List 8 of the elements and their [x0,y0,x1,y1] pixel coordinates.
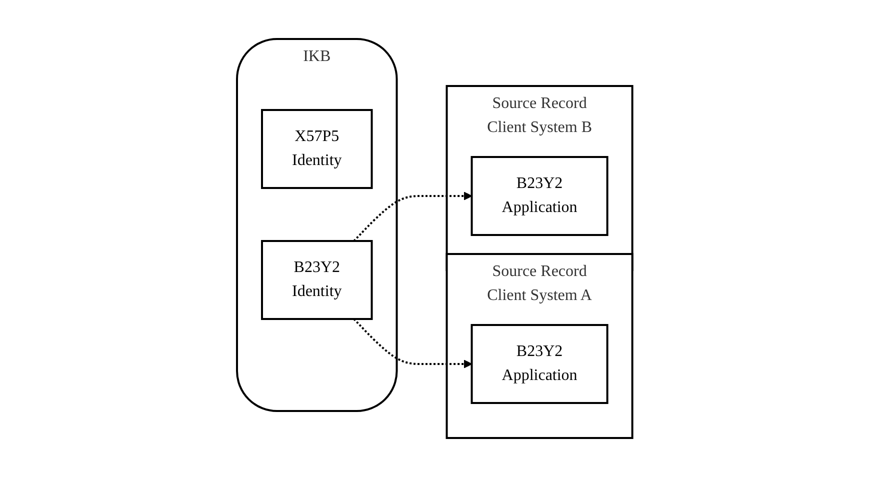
arrow [354,318,472,368]
node-box: X57P5 Identity [261,109,374,189]
node-box: B23Y2 Identity [261,240,374,320]
node-label: Client System A [487,287,592,304]
node-box: B23Y2 Application [471,324,609,404]
node-box: B23Y2 Application [471,156,609,236]
arrow [354,192,472,242]
node-label: Client System B [487,119,592,136]
